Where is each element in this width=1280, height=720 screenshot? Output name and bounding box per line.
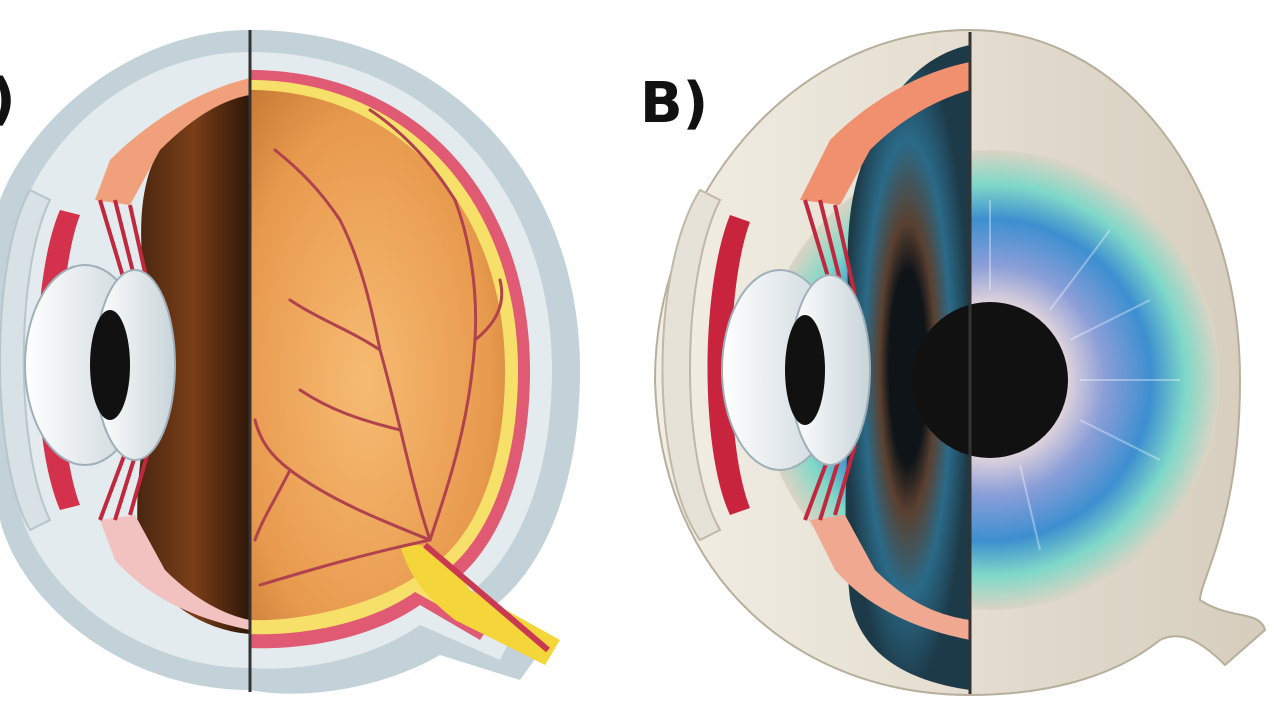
- ciliary-body-lower: [100, 515, 250, 630]
- eye-cross-section-fundus-icon: [0, 30, 580, 694]
- ciliary-body-lower: [810, 515, 970, 640]
- iris-fibers: [989, 200, 1180, 551]
- ciliary-body: [800, 62, 970, 205]
- panel-label-a: ): [0, 72, 16, 128]
- eye-cross-section-iris-icon: [653, 28, 1267, 697]
- retinal-vessels: [253, 108, 504, 587]
- cornea: [0, 188, 52, 532]
- vitreous-section: [137, 80, 250, 634]
- optic-nerve: [400, 544, 560, 665]
- pupil: [90, 310, 130, 420]
- cornea: [661, 188, 722, 542]
- pupil: [912, 302, 1068, 458]
- lens-pupil: [785, 315, 825, 425]
- iris-cross-section: [845, 45, 970, 690]
- optic-nerve-vessel: [423, 542, 550, 653]
- panel-label-b: B): [640, 71, 709, 136]
- ciliary-body: [95, 78, 250, 205]
